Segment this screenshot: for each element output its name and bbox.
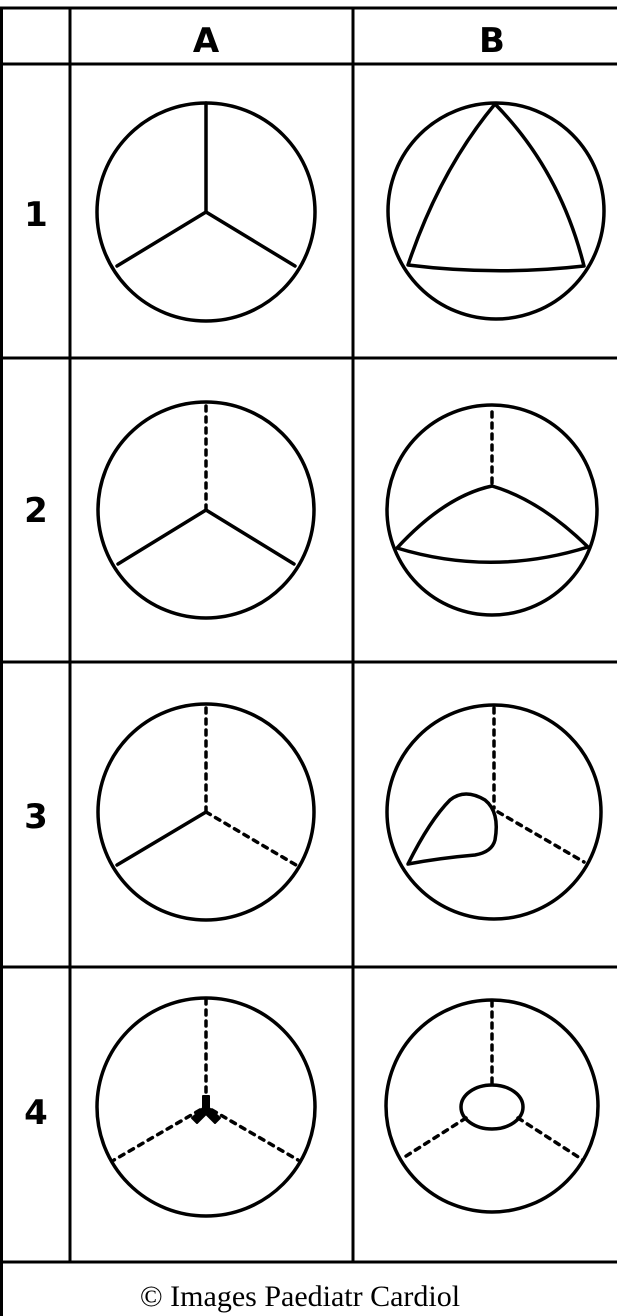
central-orifice	[461, 1085, 523, 1129]
valve-3b	[387, 705, 601, 919]
fused-commissure	[114, 1110, 200, 1160]
open-orifice	[408, 104, 584, 271]
valve-4b	[386, 1000, 598, 1212]
row-label-2: 2	[24, 491, 48, 531]
fused-commissure	[518, 1118, 583, 1160]
valve-ring	[386, 1000, 598, 1212]
commissure-line	[206, 212, 295, 266]
valve-3a	[98, 704, 314, 920]
open-orifice	[408, 794, 496, 864]
fused-commissure	[206, 812, 296, 865]
column-header-a: A	[193, 21, 220, 61]
commissure-line	[118, 510, 206, 564]
valve-4a	[97, 998, 315, 1216]
valve-2b	[387, 405, 597, 615]
fused-commissure	[212, 1110, 298, 1160]
commissure-line	[117, 812, 206, 865]
copyright-credit: © Images Paediatr Cardiol	[140, 1280, 460, 1313]
row-label-1: 1	[24, 195, 48, 235]
valve-1a	[97, 103, 315, 321]
commissure-line	[117, 212, 206, 266]
pinhole-orifice	[192, 1096, 220, 1123]
table-grid	[0, 8, 617, 1316]
valve-ring	[388, 103, 604, 319]
column-header-b: B	[479, 21, 505, 61]
valve-2a	[98, 402, 314, 618]
fused-commissure	[403, 1118, 466, 1158]
open-orifice	[397, 486, 588, 562]
commissure-line	[206, 510, 294, 564]
fused-commissure	[498, 812, 584, 862]
row-label-4: 4	[24, 1093, 48, 1133]
row-label-3: 3	[24, 797, 48, 837]
valve-1b	[388, 103, 604, 319]
